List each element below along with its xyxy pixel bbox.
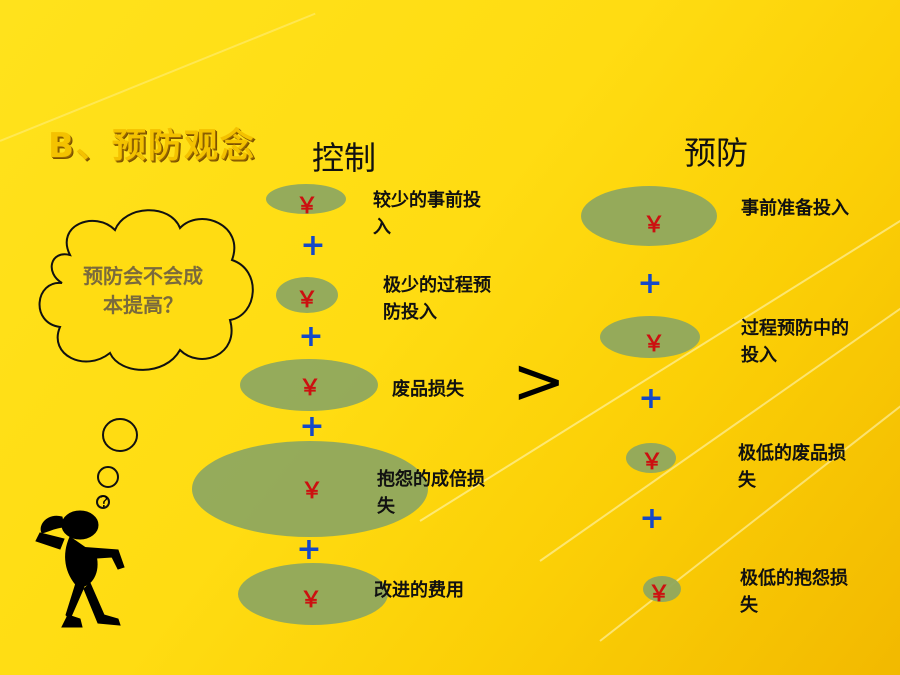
thought-dot-icon [102, 418, 138, 452]
yen-icon: ￥ [298, 376, 322, 401]
right-cost-oval [581, 186, 717, 246]
left-cost-oval [276, 277, 338, 313]
yen-icon: ￥ [642, 332, 666, 357]
column-heading-prevention: 预防 [684, 134, 749, 172]
right-item-label: 极低的废品损失 [738, 443, 846, 491]
yen-icon: ￥ [295, 194, 319, 219]
slide-title: B、预防观念 [48, 126, 256, 166]
left-item-label: 抱怨的成倍损失 [377, 469, 485, 517]
left-cost-oval [192, 441, 428, 537]
right-item-label: 极低的抱怨损失 [740, 568, 848, 616]
left-cost-oval [238, 563, 388, 625]
plus-icon: + [296, 532, 322, 567]
stick-figure-icon [35, 510, 125, 628]
right-cost-oval [626, 443, 676, 473]
thinking-figure-illustration: ? [35, 209, 254, 628]
left-item-label: 废品损失 [392, 379, 464, 400]
plus-icon: + [298, 319, 324, 354]
left-cost-oval [266, 184, 346, 214]
column-heading-control: 控制 [312, 139, 377, 177]
yen-icon: ￥ [640, 450, 664, 475]
yen-icon: ￥ [295, 288, 319, 313]
left-item-label: 较少的事前投入 [373, 190, 481, 238]
left-item-label: 极少的过程预防投入 [383, 275, 491, 323]
left-item-label: 改进的费用 [374, 580, 464, 601]
thought-cloud-icon [38, 209, 254, 371]
plus-icon: + [638, 381, 664, 416]
right-item-label: 事前准备投入 [741, 198, 849, 219]
yen-icon: ￥ [647, 582, 671, 607]
plus-icon: + [299, 409, 325, 444]
yen-icon: ￥ [642, 213, 666, 238]
plus-icon: + [637, 266, 663, 301]
right-item-label: 过程预防中的投入 [741, 318, 849, 366]
right-cost-oval [600, 316, 700, 358]
yen-icon: ￥ [300, 479, 324, 504]
question-mark-icon: ? [100, 492, 109, 511]
plus-icon: + [300, 228, 326, 263]
thought-dot-icon [97, 466, 119, 488]
plus-icon: + [639, 501, 665, 536]
right-cost-oval [643, 576, 681, 602]
yen-icon: ￥ [299, 588, 323, 613]
thought-dot-icon [96, 495, 110, 509]
left-cost-oval [240, 359, 378, 411]
thought-bubble-text: 预防会不会成本提高？ [83, 264, 203, 317]
comparison-symbol: > [512, 345, 566, 419]
